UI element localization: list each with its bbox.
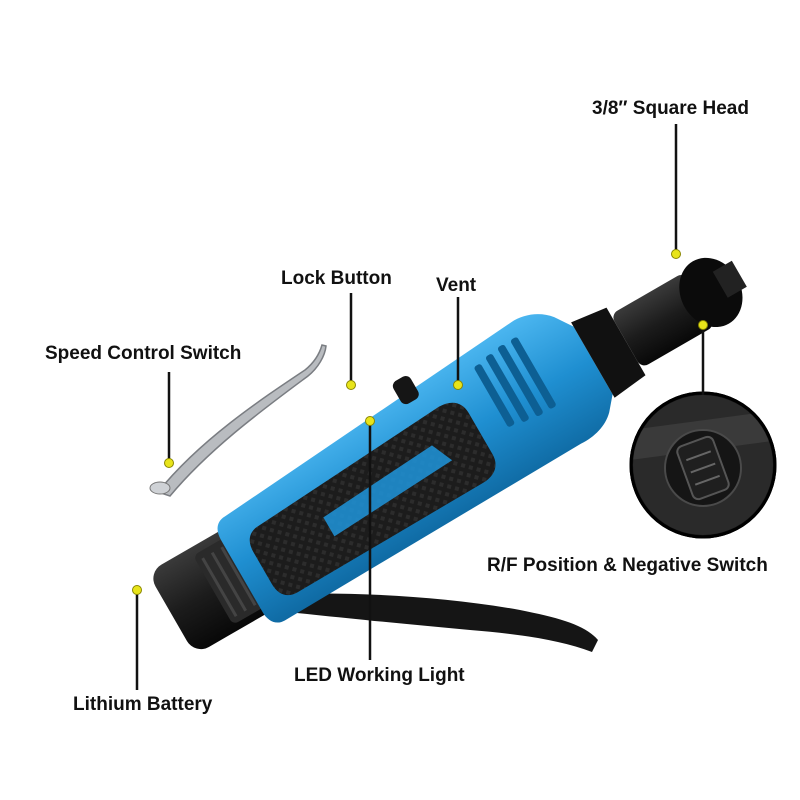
label-vent: Vent xyxy=(436,275,477,296)
leader-lines xyxy=(135,124,705,690)
label-led-light: LED Working Light xyxy=(294,665,465,686)
label-speed-switch: Speed Control Switch xyxy=(45,343,242,364)
lock-button-knob xyxy=(392,376,419,405)
pointer-dots xyxy=(132,249,708,595)
ratchet-head xyxy=(571,257,747,398)
dot-rf-switch xyxy=(698,320,708,330)
dot-speed-switch xyxy=(164,458,174,468)
rf-switch-inset xyxy=(629,391,777,539)
dot-battery xyxy=(132,585,142,595)
vent-slots xyxy=(474,337,556,427)
dot-lock-button xyxy=(346,380,356,390)
dot-vent xyxy=(453,380,463,390)
speed-control-lever xyxy=(156,344,327,497)
dot-led-light xyxy=(365,416,375,426)
label-rf-switch: R/F Position & Negative Switch xyxy=(487,555,768,576)
label-battery: Lithium Battery xyxy=(73,694,213,715)
ratchet-tool xyxy=(153,257,747,650)
wrist-strap xyxy=(225,593,598,652)
dot-square-head xyxy=(671,249,681,259)
label-lock-button: Lock Button xyxy=(281,268,392,289)
label-square-head: 3/8″ Square Head xyxy=(592,98,749,119)
